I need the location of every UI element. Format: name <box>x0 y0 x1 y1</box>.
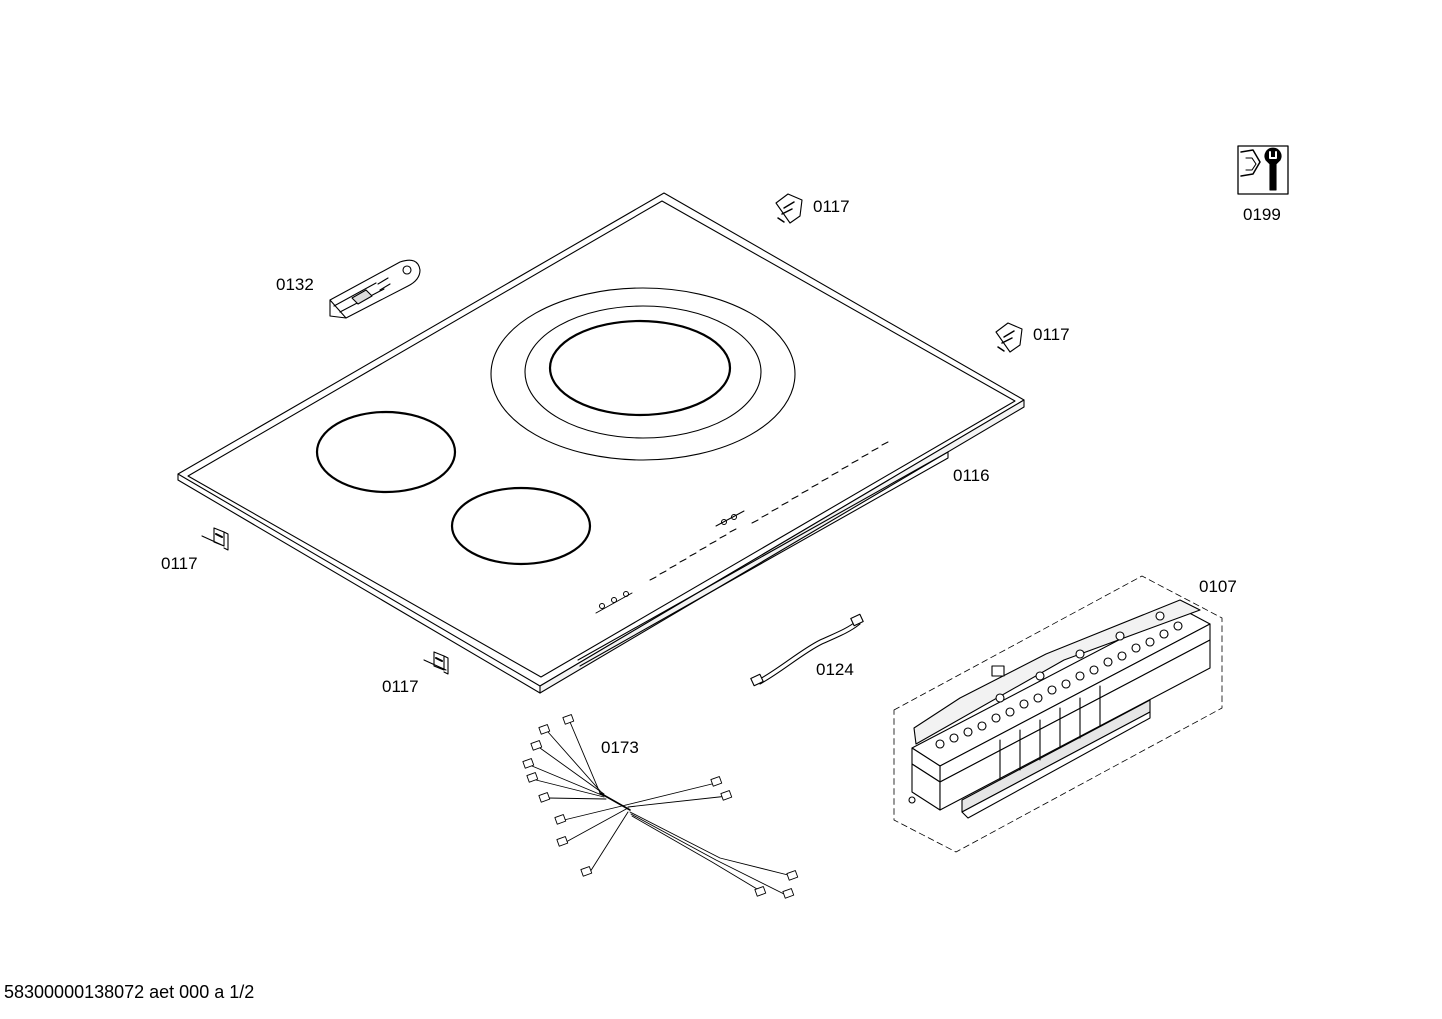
label-service-tool: 0199 <box>1243 205 1281 224</box>
left-cooking-zone <box>315 410 457 494</box>
label-clip-bottom: 0117 <box>382 677 419 696</box>
control-module-part <box>893 575 1223 853</box>
front-cooking-zone <box>450 486 592 566</box>
label-control-module: 0107 <box>1199 577 1237 596</box>
clip-part-bottom <box>423 651 449 675</box>
label-ribbon-cable: 0124 <box>816 660 854 679</box>
label-scraper: 0132 <box>276 275 314 294</box>
label-clip-top-center: 0117 <box>813 197 850 216</box>
clip-part-top-center <box>775 193 803 224</box>
touch-control-markings <box>595 441 889 614</box>
clip-part-left <box>201 527 229 551</box>
label-wiring-harness: 0173 <box>601 738 639 757</box>
hob-glass-top <box>177 192 1025 694</box>
clip-part-right <box>995 322 1023 353</box>
label-clip-right: 0117 <box>1033 325 1070 344</box>
drawing-reference-footer: 58300000138072 aet 000 a 1/2 <box>4 982 255 1002</box>
scraper-part <box>329 259 421 319</box>
ribbon-cable-part <box>750 613 864 687</box>
label-hob: 0116 <box>953 466 990 485</box>
wrench-nut-icon <box>1237 145 1289 195</box>
large-cooking-zone <box>490 287 796 461</box>
wiring-harness-part <box>522 714 799 899</box>
label-clip-left: 0117 <box>161 554 198 573</box>
